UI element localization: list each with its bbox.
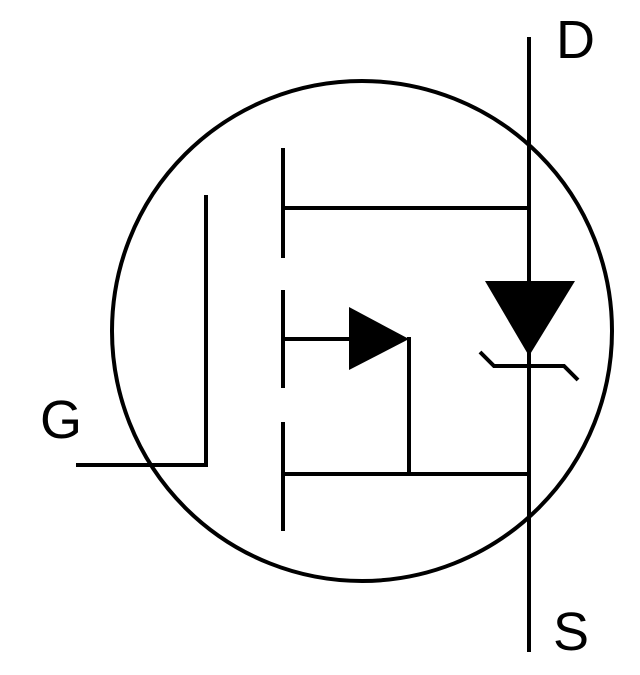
drain-label: D xyxy=(556,10,595,70)
source-label: S xyxy=(553,602,589,662)
body-arrow xyxy=(349,307,409,370)
body-diode-triangle xyxy=(485,281,575,356)
body-diode-cathode-bar xyxy=(478,350,580,382)
gate-label: G xyxy=(40,390,82,450)
gate-lead xyxy=(76,195,208,467)
device-envelope-circle xyxy=(110,79,614,583)
